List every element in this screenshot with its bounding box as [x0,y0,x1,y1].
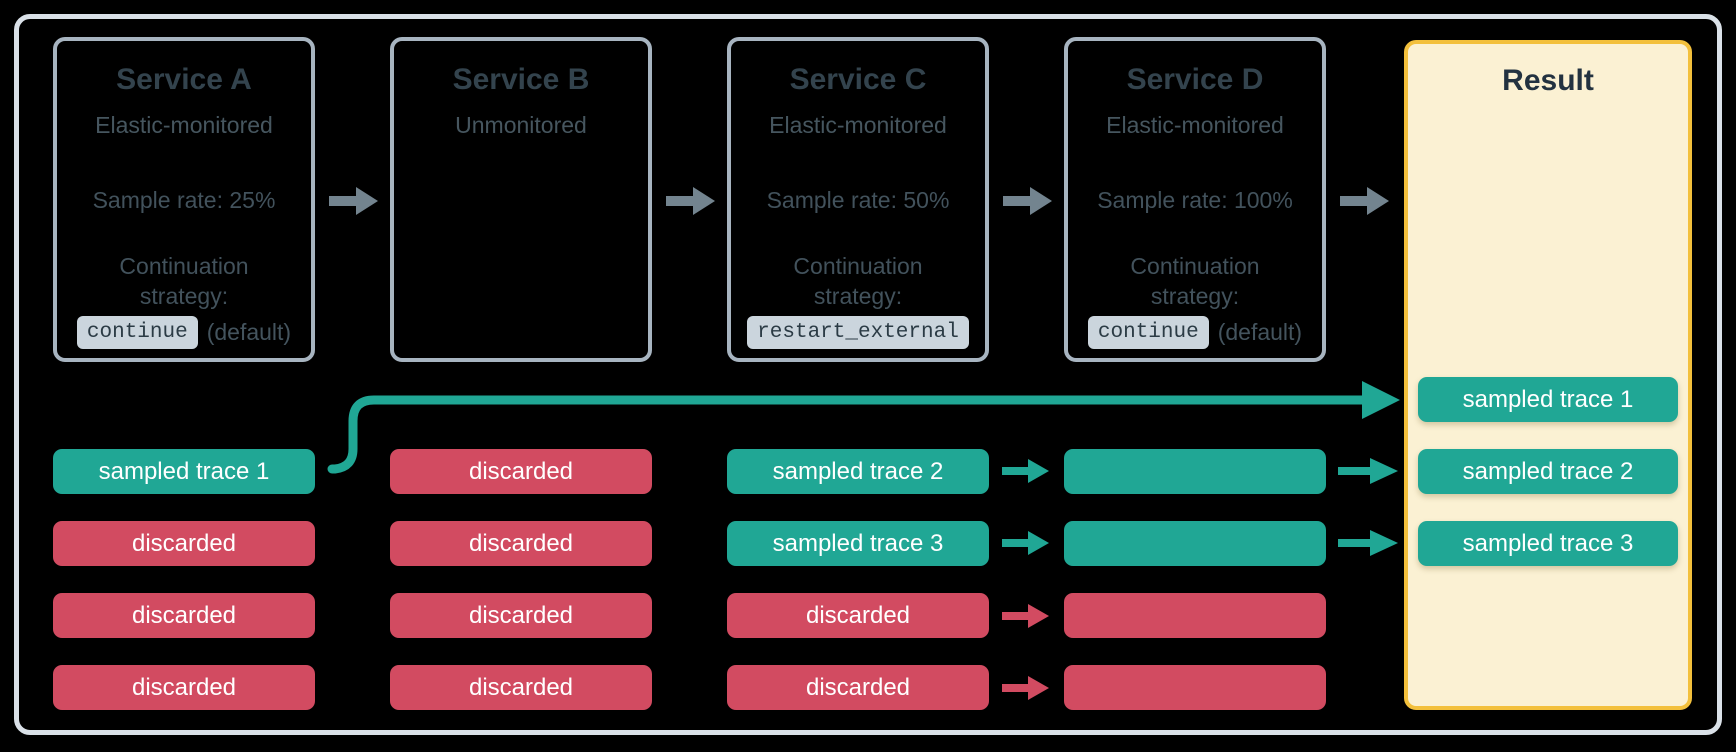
trace-column-service-a: sampled trace 1 discarded discarded disc… [53,449,315,737]
strategy-label-line1: Continuation [1130,253,1260,279]
strategy-label-line2: strategy: [1150,283,1240,309]
service-c-strategy-value-row: restart_external [731,314,985,350]
service-c-box: Service C Elastic-monitored Sample rate:… [727,37,989,362]
service-d-strategy-value-row: continue (default) [1068,314,1322,350]
outer-frame [14,14,1722,735]
strategy-value-chip: continue [76,315,198,349]
service-d-monitoring: Elastic-monitored [1106,112,1284,138]
result-box: Result [1404,40,1692,710]
trace-pill-discarded: discarded [53,521,315,566]
trace-pill-sampled [1064,449,1326,494]
service-a-monitoring: Elastic-monitored [95,112,273,138]
service-a-sample-rate: Sample rate: 25% [92,187,276,213]
trace-column-service-b: discarded discarded discarded discarded [390,449,652,737]
strategy-value-chip: restart_external [747,315,969,349]
service-a-title: Service A [116,63,252,96]
service-c-monitoring: Elastic-monitored [769,112,947,138]
result-title: Result [1502,64,1594,97]
trace-pill-discarded [1064,593,1326,638]
strategy-label-line1: Continuation [793,253,923,279]
service-b-monitoring: Unmonitored [455,112,587,138]
strategy-value-chip: continue [1087,315,1209,349]
strategy-default-suffix: (default) [206,318,292,345]
trace-pill-discarded: discarded [727,665,989,710]
trace-pill-discarded: discarded [390,521,652,566]
service-a-strategy-label: Continuation strategy: [57,251,311,311]
trace-pill-discarded: discarded [53,593,315,638]
trace-pill-discarded: discarded [390,665,652,710]
trace-pill-discarded: discarded [727,593,989,638]
service-d-title: Service D [1126,63,1264,96]
service-d-strategy-label: Continuation strategy: [1068,251,1322,311]
strategy-default-suffix: (default) [1217,318,1303,345]
service-c-title: Service C [789,63,927,96]
service-d-sample-rate: Sample rate: 100% [1097,187,1293,213]
trace-pill-sampled: sampled trace 2 [727,449,989,494]
service-b-title: Service B [452,63,590,96]
strategy-label-line1: Continuation [119,253,249,279]
trace-pill-sampled: sampled trace 1 [1418,377,1678,422]
service-a-strategy-value-row: continue (default) [57,314,311,350]
trace-pill-sampled: sampled trace 3 [1418,521,1678,566]
trace-column-result: sampled trace 1 sampled trace 2 sampled … [1418,377,1678,593]
service-a-box: Service A Elastic-monitored Sample rate:… [53,37,315,362]
trace-pill-discarded [1064,665,1326,710]
service-c-sample-rate: Sample rate: 50% [766,187,950,213]
service-c-strategy-label: Continuation strategy: [731,251,985,311]
trace-column-service-c: sampled trace 2 sampled trace 3 discarde… [727,449,989,737]
service-d-box: Service D Elastic-monitored Sample rate:… [1064,37,1326,362]
trace-pill-discarded: discarded [390,593,652,638]
strategy-label-line2: strategy: [813,283,903,309]
trace-pill-sampled [1064,521,1326,566]
trace-pill-sampled: sampled trace 3 [727,521,989,566]
trace-column-service-d [1064,449,1326,737]
trace-pill-sampled: sampled trace 2 [1418,449,1678,494]
trace-pill-discarded: discarded [390,449,652,494]
trace-pill-sampled: sampled trace 1 [53,449,315,494]
trace-pill-discarded: discarded [53,665,315,710]
strategy-label-line2: strategy: [139,283,229,309]
service-b-box: Service B Unmonitored [390,37,652,362]
